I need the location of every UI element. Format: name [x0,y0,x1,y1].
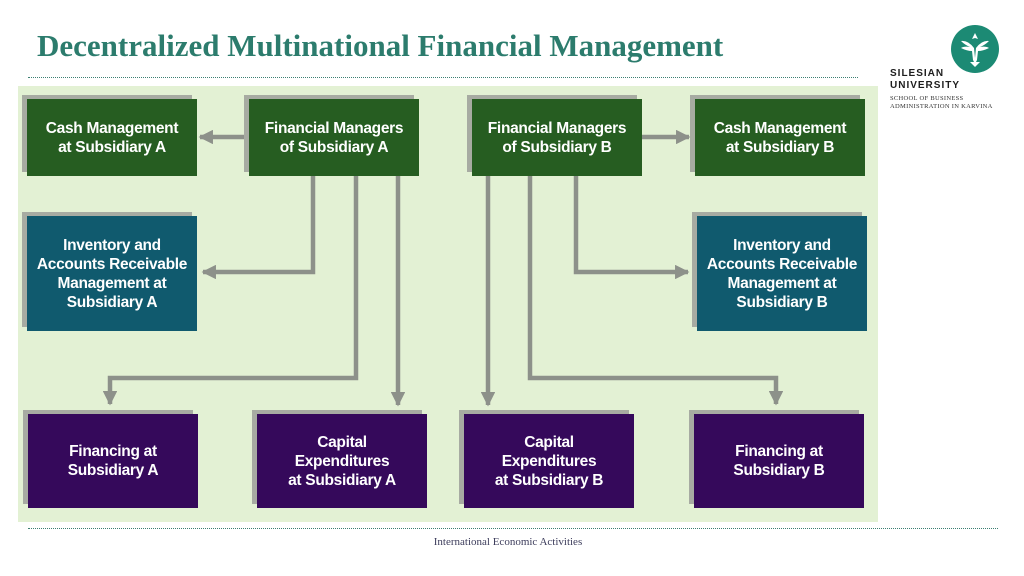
box-financing-b-label: Financing at Subsidiary B [733,443,825,479]
box-financial-managers-b-label: Financial Managers of Subsidiary B [487,119,627,156]
title-divider [28,77,858,78]
box-capital-expenditures-b-label: Capital Expenditures at Subsidiary B [494,433,604,489]
box-financial-managers-a-label: Financial Managers of Subsidiary A [264,119,404,156]
box-financial-managers-b: Financial Managers of Subsidiary B [472,99,642,176]
slide-title: Decentralized Multinational Financial Ma… [37,28,724,63]
box-cash-management-a: Cash Management at Subsidiary A [27,99,197,176]
school-name: SCHOOL OF BUSINESS ADMINISTRATION IN KAR… [890,95,993,111]
university-name-line2: UNIVERSITY [890,80,961,91]
box-inventory-receivable-a-label: Inventory and Accounts Receivable Manage… [36,236,188,311]
university-emblem-icon [951,25,999,73]
footer-divider [28,528,998,529]
slide-footer: International Economic Activities [433,536,583,548]
box-capital-expenditures-a: Capital Expenditures at Subsidiary A [257,414,427,508]
box-inventory-receivable-b-label: Inventory and Accounts Receivable Manage… [706,236,858,311]
box-cash-management-b-label: Cash Management at Subsidiary B [713,119,847,156]
box-cash-management-b: Cash Management at Subsidiary B [695,99,865,176]
box-financing-a-label: Financing at Subsidiary A [67,443,159,479]
box-inventory-receivable-b: Inventory and Accounts Receivable Manage… [697,216,867,331]
box-inventory-receivable-a: Inventory and Accounts Receivable Manage… [27,216,197,331]
box-financing-b: Financing at Subsidiary B [694,414,864,508]
box-financial-managers-a: Financial Managers of Subsidiary A [249,99,419,176]
school-name-line2: ADMINISTRATION IN KARVINA [890,103,993,110]
university-name-line1: SILESIAN [890,68,945,79]
school-name-line1: SCHOOL OF BUSINESS [890,95,964,102]
box-cash-management-a-label: Cash Management at Subsidiary A [45,119,179,156]
box-financing-a: Financing at Subsidiary A [28,414,198,508]
box-capital-expenditures-b: Capital Expenditures at Subsidiary B [464,414,634,508]
university-logo: SILESIAN UNIVERSITY SCHOOL OF BUSINESS A… [890,24,1005,119]
box-capital-expenditures-a-label: Capital Expenditures at Subsidiary A [288,433,396,489]
university-name: SILESIAN UNIVERSITY [890,68,960,92]
